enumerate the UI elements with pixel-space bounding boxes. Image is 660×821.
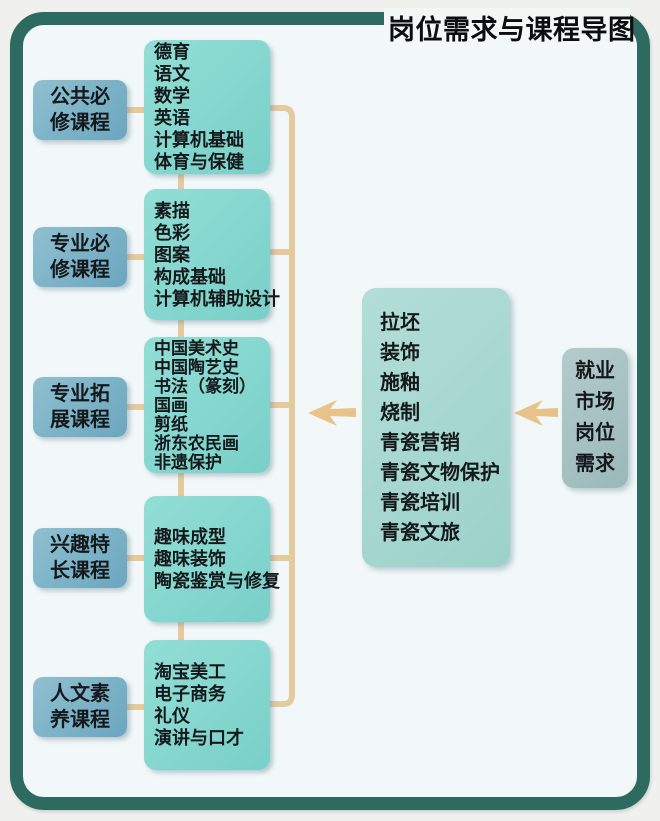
arrow-right-icon bbox=[514, 400, 558, 426]
course-item: 淘宝美工 bbox=[154, 662, 226, 682]
diagram-title: 岗位需求与课程导图 bbox=[388, 15, 636, 45]
category-box-major-required: 专业必 修课程 bbox=[33, 227, 127, 287]
category-box-major-extension: 专业拓 展课程 bbox=[33, 377, 127, 437]
category-label-line: 修课程 bbox=[50, 259, 110, 281]
job-skill-item: 青瓷培训 bbox=[380, 491, 460, 514]
course-list-box-humanities: 淘宝美工电子商务礼仪演讲与口才 bbox=[144, 640, 270, 770]
course-item: 素描 bbox=[154, 200, 190, 221]
course-item: 浙东农民画 bbox=[154, 433, 239, 453]
category-label-line: 展课程 bbox=[50, 409, 110, 431]
course-item: 计算机基础 bbox=[154, 130, 244, 150]
job-skill-item: 烧制 bbox=[380, 401, 420, 424]
course-item: 英语 bbox=[154, 108, 190, 128]
employment-market-box: 就业市场岗位需求 bbox=[562, 348, 628, 488]
course-item: 剪纸 bbox=[154, 414, 188, 434]
course-item: 趣味装饰 bbox=[154, 549, 226, 569]
category-box-humanities: 人文素 养课程 bbox=[33, 677, 127, 737]
category-label-line: 养课程 bbox=[50, 709, 110, 731]
course-item: 非遗保护 bbox=[154, 452, 222, 472]
course-list-box-major-required: 素描色彩图案构成基础计算机辅助设计 bbox=[144, 189, 280, 320]
market-label-line: 需求 bbox=[575, 453, 615, 475]
category-label-line: 人文素 bbox=[50, 683, 110, 705]
course-item: 构成基础 bbox=[154, 266, 226, 287]
category-label-line: 兴趣特 bbox=[50, 534, 110, 556]
course-item: 中国陶艺史 bbox=[154, 357, 239, 377]
market-label-line: 岗位 bbox=[575, 422, 615, 444]
course-list-box-interest-specialty: 趣味成型趣味装饰陶瓷鉴赏与修复 bbox=[144, 496, 280, 622]
course-list-box-public-required: 德育语文数学英语计算机基础体育与保健 bbox=[144, 40, 270, 174]
course-item: 演讲与口才 bbox=[154, 728, 244, 748]
course-item: 德育 bbox=[154, 42, 190, 62]
job-skill-item: 拉坯 bbox=[380, 311, 420, 334]
course-item: 数学 bbox=[154, 86, 190, 106]
category-box-public-required: 公共必 修课程 bbox=[33, 80, 127, 140]
course-item: 陶瓷鉴赏与修复 bbox=[154, 571, 280, 591]
course-item: 图案 bbox=[154, 244, 190, 265]
job-skill-item: 装饰 bbox=[380, 341, 420, 364]
job-skills-box: 拉坯装饰施釉烧制青瓷营销青瓷文物保护青瓷培训青瓷文旅 bbox=[362, 288, 510, 567]
job-skill-item: 青瓷营销 bbox=[380, 431, 460, 454]
market-label-line: 就业 bbox=[575, 360, 615, 382]
category-label-line: 长课程 bbox=[50, 560, 110, 582]
arrow-left-icon bbox=[308, 400, 356, 426]
course-item: 计算机辅助设计 bbox=[154, 288, 280, 309]
course-item: 色彩 bbox=[154, 222, 190, 243]
category-label-line: 修课程 bbox=[50, 112, 110, 134]
category-box-interest-specialty: 兴趣特 长课程 bbox=[33, 528, 127, 588]
job-skill-item: 青瓷文旅 bbox=[380, 521, 460, 544]
job-skill-item: 青瓷文物保护 bbox=[380, 461, 500, 484]
course-item: 礼仪 bbox=[154, 706, 190, 726]
category-label-line: 公共必 bbox=[50, 86, 110, 108]
course-item: 趣味成型 bbox=[154, 527, 226, 547]
title-background bbox=[384, 8, 630, 32]
course-item: 中国美术史 bbox=[154, 338, 239, 358]
market-label-line: 市场 bbox=[575, 391, 615, 413]
course-item: 书法（篆刻） bbox=[154, 376, 256, 396]
category-label-line: 专业拓 bbox=[50, 383, 110, 405]
course-item: 体育与保健 bbox=[154, 152, 244, 172]
job-skill-item: 施釉 bbox=[380, 371, 420, 394]
category-label-line: 专业必 bbox=[50, 233, 110, 255]
course-item: 国画 bbox=[154, 395, 188, 415]
course-item: 语文 bbox=[154, 64, 190, 84]
course-item: 电子商务 bbox=[154, 684, 226, 704]
course-list-box-major-extension: 中国美术史中国陶艺史书法（篆刻）国画剪纸浙东农民画非遗保护 bbox=[144, 337, 270, 473]
